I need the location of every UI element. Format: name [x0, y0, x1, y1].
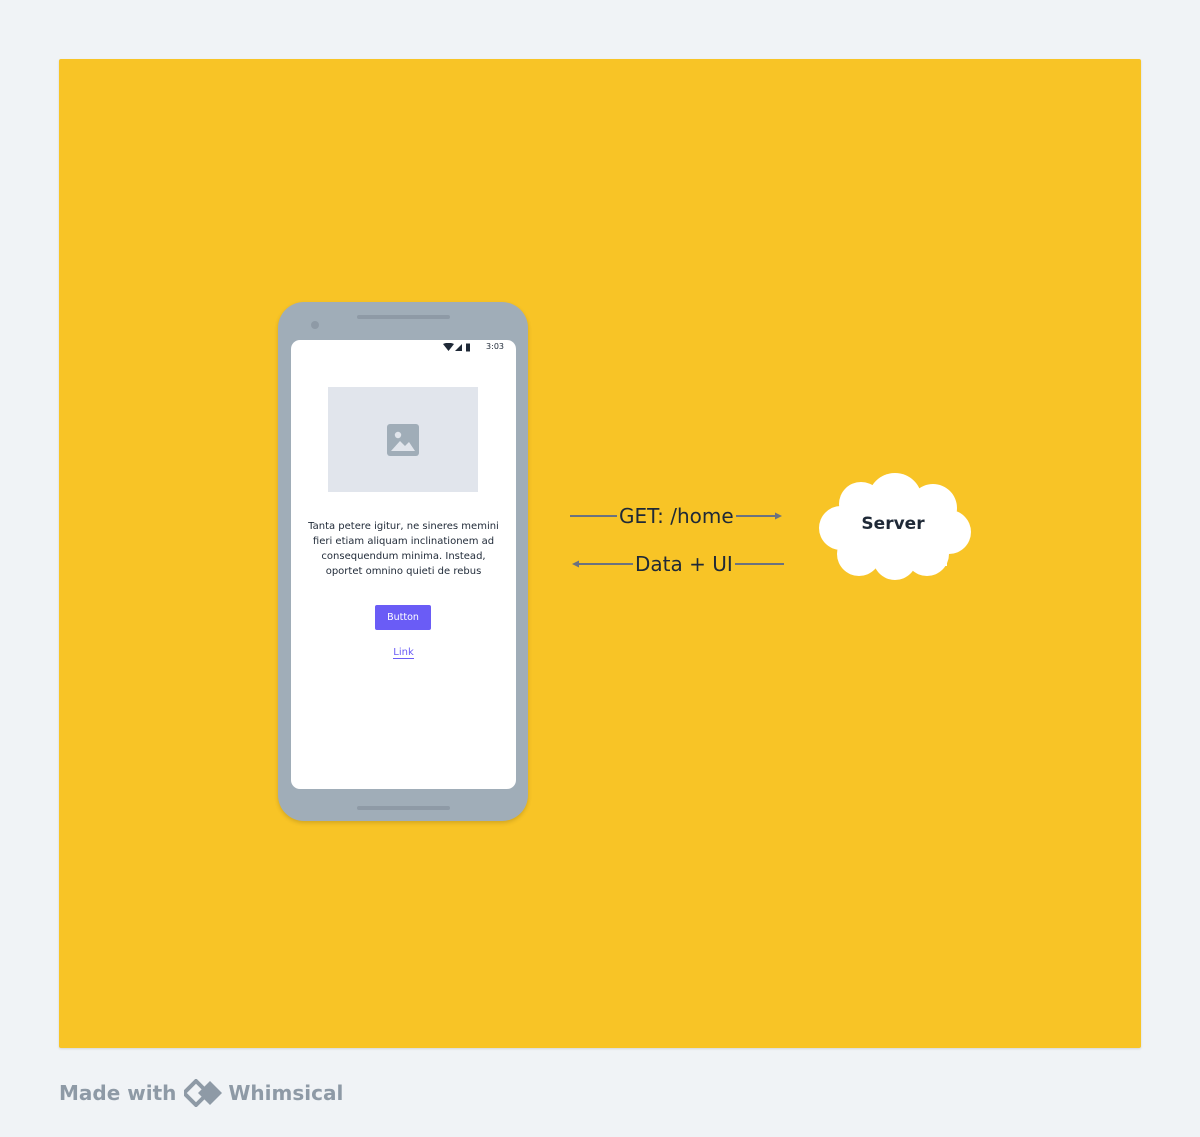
status-time: 3:03 [486, 342, 504, 351]
response-arrow-head [572, 560, 579, 568]
wifi-icon [443, 343, 454, 351]
server-label: Server [861, 514, 925, 534]
image-placeholder [328, 387, 478, 492]
battery-icon [466, 343, 470, 352]
primary-button[interactable]: Button [375, 605, 431, 630]
request-label: GET: /home [617, 504, 736, 528]
made-with-text: Made with [59, 1081, 177, 1105]
link-label[interactable]: Link [393, 647, 414, 659]
whimsical-logo-icon [184, 1079, 223, 1107]
server-cloud [819, 473, 971, 580]
body-text: Tanta petere igitur, ne sineres memini f… [308, 521, 499, 577]
request-arrow-head [775, 512, 782, 520]
footer-watermark: Made with Whimsical [59, 1077, 343, 1109]
phone-home-bar [357, 806, 450, 810]
phone-speaker [357, 315, 450, 319]
link[interactable]: Link [291, 647, 516, 659]
status-icons [443, 343, 475, 352]
response-label: Data + UI [633, 552, 735, 576]
diagram-canvas [59, 59, 1141, 1048]
whimsical-brand: Whimsical [228, 1081, 344, 1105]
phone-camera [311, 321, 319, 329]
signal-icon [455, 344, 462, 351]
image-icon [387, 423, 419, 456]
phone-screen: 3:03 Tanta petere igitur, ne sineres mem… [291, 340, 516, 789]
